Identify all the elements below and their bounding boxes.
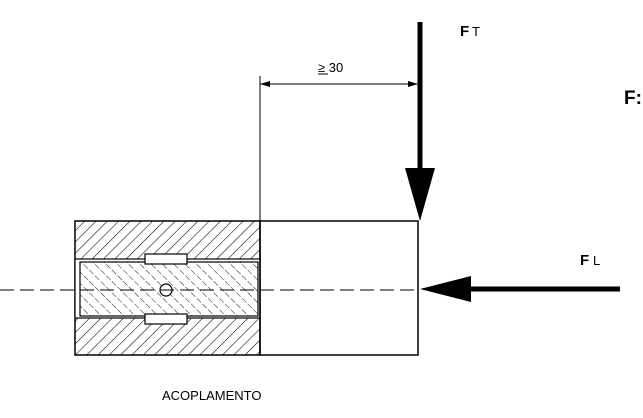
fl-label-main: F: [580, 252, 589, 269]
fl-label-sub: L: [593, 253, 600, 268]
coupling-shaft: [79, 253, 259, 325]
dimension-label: ≥ 30: [318, 60, 343, 75]
dimension-gte-30: ≥ 30: [259, 60, 418, 221]
ft-label-sub: T: [472, 24, 480, 39]
cutoff-label: F:: [624, 88, 642, 109]
shaft-extension: [259, 220, 419, 356]
keyway-top: [144, 253, 188, 265]
keyway-bottom: [144, 313, 188, 325]
ft-label-main: F: [460, 23, 469, 40]
caption: ACOPLAMENTO: [162, 388, 261, 403]
transverse-force-arrow: F T: [405, 22, 480, 221]
longitudinal-force-arrow: F L: [420, 252, 620, 302]
